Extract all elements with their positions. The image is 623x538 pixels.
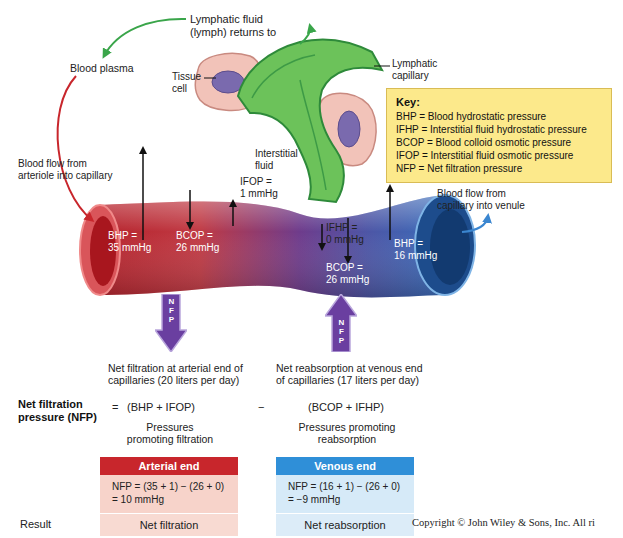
cell-nucleus xyxy=(338,111,360,147)
arrow-label: NFP xyxy=(166,297,176,324)
calculation-box: Venous endNFP = (16 + 1) − (26 + 0) = −9… xyxy=(276,457,414,513)
flow-label: Blood flow from arteriole into capillary xyxy=(18,158,133,181)
equation-note: Pressures promoting filtration xyxy=(115,421,225,445)
key-entry: BCOP = Blood colloid osmotic pressure xyxy=(396,136,602,149)
part-label: Blood plasma xyxy=(70,62,134,74)
arrow-label: Lymphatic fluid (lymph) returns to xyxy=(190,13,315,38)
block-arrow xyxy=(325,294,357,352)
pressure-value: IFOP = 1 mmHg xyxy=(240,176,279,199)
blood-outflow-arrow xyxy=(462,216,488,232)
key-entry: IFHP = Interstitial fluid hydrostatic pr… xyxy=(396,123,602,136)
nfp-arrow: NFP xyxy=(155,294,187,352)
part-label: Tissue cell xyxy=(172,71,206,94)
pressure-value: BHP = 35 mmHg xyxy=(108,230,156,253)
row-label: Result xyxy=(20,518,51,531)
result-text: Net filtration xyxy=(100,514,238,536)
equation-note: Pressures promoting reabsorption xyxy=(292,421,402,445)
venule-lumen xyxy=(430,209,470,285)
blood-capillary xyxy=(100,195,445,297)
key-entry: NFP = Net filtration pressure xyxy=(396,162,602,175)
pressure-value: IFHP = 0 mmHg xyxy=(326,222,372,245)
box-heading: Arterial end xyxy=(100,457,238,475)
arrow-label: NFP xyxy=(336,318,346,345)
equation-symbol: = xyxy=(112,401,118,414)
key-heading: Key: xyxy=(396,95,602,110)
nfp-equation: NFP = (35 + 1) − (26 + 0) = 10 mmHg xyxy=(100,475,228,506)
capillary-shading xyxy=(100,195,445,297)
pressure-arrow xyxy=(189,190,191,228)
result-text: Net reabsorption xyxy=(276,514,414,536)
copyright-note: Copyright © John Wiley & Sons, Inc. All … xyxy=(412,517,595,529)
pressure-value: BCOP = 26 mmHg xyxy=(176,230,228,253)
leader-line xyxy=(204,78,216,79)
lymphatic-wall-line xyxy=(252,55,326,190)
calculation-box: Arterial endNFP = (35 + 1) − (26 + 0) = … xyxy=(100,457,238,513)
pressure-arrow xyxy=(142,148,144,240)
nfp-equation: NFP = (16 + 1) − (26 + 0) = −9 mmHg xyxy=(276,475,404,506)
leader-line xyxy=(374,66,390,67)
box-heading: Venous end xyxy=(276,457,414,475)
result-note: Net reabsorption at venous end of capill… xyxy=(276,362,448,386)
result-note: Net filtration at arterial end of capill… xyxy=(108,362,280,386)
equation-term: (BHP + IFOP) xyxy=(127,401,195,414)
key-entry: BHP = Blood hydrostatic pressure xyxy=(396,110,602,123)
result-box: Net reabsorption xyxy=(276,514,414,536)
nfp-arrow: NFP xyxy=(325,294,357,352)
pressure-arrow xyxy=(389,186,391,240)
pressure-value: BHP = 16 mmHg xyxy=(394,238,442,261)
key-entry: IFOP = Interstitial fluid osmotic pressu… xyxy=(396,149,602,162)
block-arrow xyxy=(155,294,187,352)
lymph-flow-arrow xyxy=(300,26,310,44)
key-box: Key:BHP = Blood hydrostatic pressureIFHP… xyxy=(386,88,612,183)
part-label: Interstitial fluid xyxy=(255,148,315,171)
equation-symbol: − xyxy=(258,401,264,414)
pressure-arrow xyxy=(321,224,323,249)
lymphatic-capillary xyxy=(238,39,382,202)
equation-title: Net filtration pressure (NFP) xyxy=(18,398,113,423)
lymph-return-arrow xyxy=(104,19,186,56)
blood-inflow-arrow xyxy=(58,76,92,220)
result-box: Net filtration xyxy=(100,514,238,536)
pressure-value: BCOP = 26 mmHg xyxy=(326,262,378,285)
pressure-arrow xyxy=(232,201,234,226)
flow-label: Blood flow from capillary into venule xyxy=(437,188,557,211)
part-label: Lymphatic capillary xyxy=(392,58,462,81)
equation-term: (BCOP + IFHP) xyxy=(308,401,384,414)
